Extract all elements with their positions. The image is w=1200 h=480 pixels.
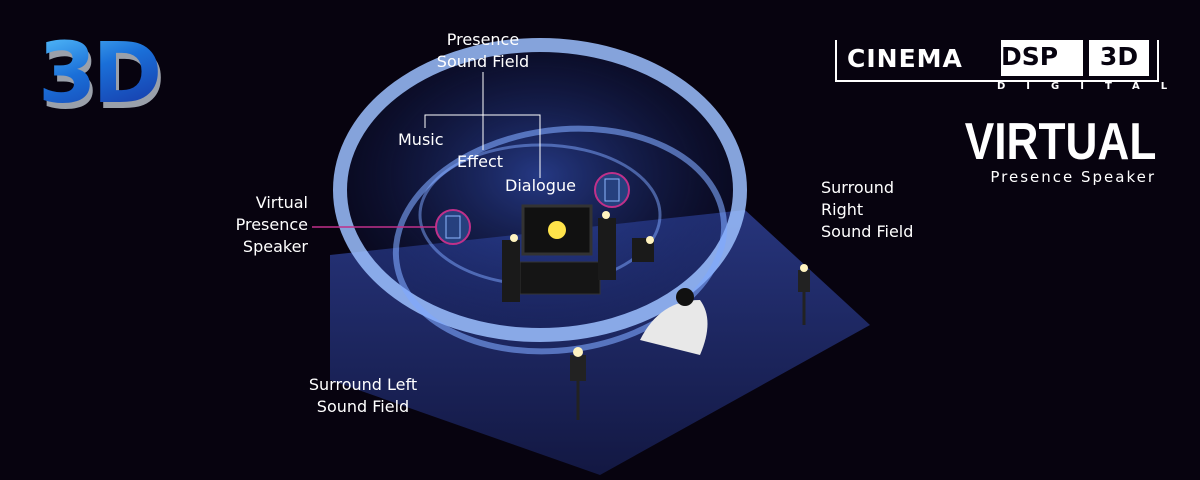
label-line: Presence: [446, 30, 520, 49]
logo-3d-text: 3D: [1089, 40, 1149, 76]
outer-sound-field-ring: [333, 38, 747, 342]
label-effect: Effect: [457, 152, 504, 171]
tv-rack: [519, 261, 601, 295]
listener: [676, 288, 694, 306]
label-virtual-presence-speaker: Virtual Presence Speaker: [200, 192, 308, 258]
label-line: Speaker: [242, 237, 308, 256]
label-line: Sound Field: [316, 397, 410, 416]
3d-logo: 3D: [38, 24, 162, 122]
label-line: Surround: [821, 178, 895, 197]
callout-line: [424, 114, 541, 178]
tv-glow: [548, 221, 566, 239]
label-line: Sound Field: [821, 222, 914, 241]
listener-chair: [640, 300, 708, 355]
logo-virtual-title: VIRTUAL: [964, 113, 1156, 171]
subwoofer: [632, 238, 654, 262]
cinema-dsp-3d-logo: CINEMA DSP 3D DIGITAL: [835, 40, 1167, 92]
virtual-presence-speaker-logo: VIRTUAL Presence Speaker: [931, 116, 1156, 186]
virtual-speaker-left-icon: [435, 209, 471, 245]
label-line: Sound Field: [436, 52, 530, 71]
label-dialogue: Dialogue: [505, 176, 576, 195]
logo-virtual-subtitle: Presence Speaker: [990, 168, 1156, 186]
label-surround-right-sound-field: Surround Right Sound Field: [821, 177, 913, 243]
label-line: Right: [821, 200, 864, 219]
virtual-speaker-right-icon: [594, 172, 630, 208]
front-right-speaker: [598, 218, 616, 280]
logo-digital-text: DIGITAL: [997, 81, 1189, 92]
label-line: Virtual: [255, 193, 308, 212]
label-line: Surround Left: [308, 375, 418, 394]
label-line: Presence: [235, 215, 308, 234]
label-music: Music: [398, 130, 444, 149]
label-presence-sound-field: Presence Sound Field: [425, 29, 541, 73]
label-surround-left-sound-field: Surround Left Sound Field: [300, 374, 426, 418]
front-left-speaker: [502, 240, 520, 302]
surround-right-speaker: [798, 270, 810, 292]
logo-dsp-text: DSP: [1001, 40, 1083, 76]
logo-cinema-text: CINEMA: [847, 44, 963, 73]
surround-left-speaker: [570, 355, 586, 381]
